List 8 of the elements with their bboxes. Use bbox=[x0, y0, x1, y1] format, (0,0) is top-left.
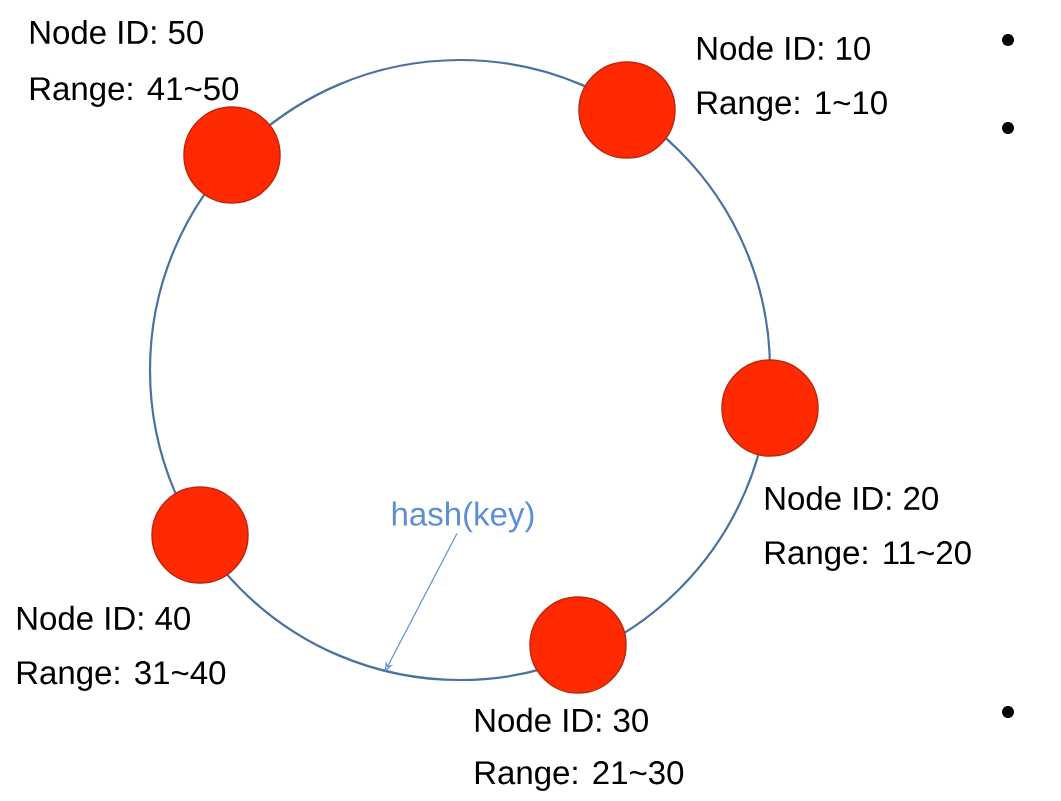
node-caption: Range: 21~30 bbox=[475, 761, 684, 791]
node-circle bbox=[529, 596, 627, 694]
node-circle bbox=[721, 359, 819, 457]
node-caption: Range: 41~50 bbox=[30, 77, 239, 107]
node-caption: Range: 31~40 bbox=[17, 661, 226, 691]
hash-label: hash(key) bbox=[392, 501, 534, 533]
node-circle bbox=[183, 106, 281, 204]
node-caption: Range: 11~20 bbox=[765, 541, 971, 571]
